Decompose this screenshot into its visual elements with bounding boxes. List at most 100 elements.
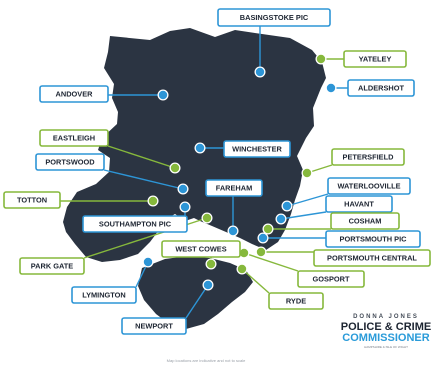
pin-gosport[interactable] [239,248,249,258]
label-portswood[interactable]: PORTSWOOD [35,153,105,171]
label-text-waterlooville: WATERLOOVILLE [337,182,400,191]
label-text-winchester: WINCHESTER [232,145,282,154]
pin-andover[interactable] [158,90,168,100]
label-box-yateley [343,50,407,68]
mainland-hampshire [63,28,326,262]
leader-line-havant [280,211,327,220]
label-text-portswood: PORTSWOOD [45,158,95,167]
label-text-totton: TOTTON [17,196,47,205]
label-box-aldershot [347,79,415,97]
label-portsmouth-central[interactable]: PORTSMOUTH CENTRAL [313,249,431,267]
label-waterlooville[interactable]: WATERLOOVILLE [327,177,411,195]
label-box-havant [325,195,393,213]
label-basingstoke-pic[interactable]: BASINGSTOKE PIC [217,8,331,27]
pin-portswood[interactable] [178,184,188,194]
label-aldershot[interactable]: ALDERSHOT [347,79,415,97]
pin-portsmouth-central[interactable] [256,247,266,257]
label-box-petersfield [331,148,405,166]
label-box-gosport [297,270,365,288]
label-box-waterlooville [327,177,411,195]
pin-west-cowes[interactable] [206,259,216,269]
label-andover[interactable]: ANDOVER [39,85,109,103]
label-cosham[interactable]: COSHAM [330,212,400,230]
label-box-southampton-pic [82,215,188,233]
label-text-lymington: LYMINGTON [82,291,126,300]
label-gosport[interactable]: GOSPORT [297,270,365,288]
label-text-yateley: YATELEY [359,55,392,64]
label-box-basingstoke-pic [217,8,331,27]
label-winchester[interactable]: WINCHESTER [223,140,291,158]
pin-petersfield[interactable] [302,168,312,178]
label-text-havant: HAVANT [344,200,374,209]
commissioner-name: DONNA JONES [353,314,419,320]
label-text-park-gate: PARK GATE [31,262,73,271]
pin-yateley[interactable] [316,54,326,64]
label-lymington[interactable]: LYMINGTON [71,286,137,304]
label-box-newport [121,317,187,335]
label-box-winchester [223,140,291,158]
map-footnote: Map locations are indicative and not to … [166,358,246,363]
label-text-eastleigh: EASTLEIGH [53,134,95,143]
commissioner-title: POLICE & CRIME [340,321,432,333]
label-box-west-cowes [161,240,241,258]
label-southampton-pic[interactable]: SOUTHAMPTON PIC [82,215,188,233]
label-newport[interactable]: NEWPORT [121,317,187,335]
label-box-portsmouth-pic [325,230,421,248]
leader-line-newport [185,284,209,319]
label-yateley[interactable]: YATELEY [343,50,407,68]
label-box-totton [3,191,61,209]
label-text-basingstoke-pic: BASINGSTOKE PIC [240,13,309,22]
location-labels: BASINGSTOKE PIC YATELEY ALDERSHOT ANDOVER EA… [3,8,431,335]
pin-totton[interactable] [148,196,158,206]
label-totton[interactable]: TOTTON [3,191,61,209]
label-text-aldershot: ALDERSHOT [358,84,404,93]
label-text-newport: NEWPORT [135,322,173,331]
label-box-ryde [268,292,324,310]
label-box-eastleigh [39,129,109,147]
label-havant[interactable]: HAVANT [325,195,393,213]
isle-of-wight [138,256,253,329]
commissioner-tagline: HAMPSHIRE & ISLE OF WIGHT [364,345,408,349]
pin-winchester[interactable] [195,143,205,153]
pin-cosham[interactable] [263,224,273,234]
label-text-fareham: FAREHAM [216,184,253,193]
label-box-cosham [330,212,400,230]
label-west-cowes[interactable]: WEST COWES [161,240,241,258]
label-box-lymington [71,286,137,304]
pin-portsmouth-pic[interactable] [258,233,268,243]
location-pins [142,53,337,291]
leader-line-eastleigh [107,145,176,169]
label-box-portswood [35,153,105,171]
label-text-ryde: RYDE [286,297,306,306]
pin-southampton-pic[interactable] [180,202,190,212]
pin-newport[interactable] [203,280,213,290]
pin-havant[interactable] [276,214,286,224]
label-text-southampton-pic: SOUTHAMPTON PIC [99,220,172,229]
label-box-portsmouth-central [313,249,431,267]
label-portsmouth-pic[interactable]: PORTSMOUTH PIC [325,230,421,248]
label-eastleigh[interactable]: EASTLEIGH [39,129,109,147]
label-text-portsmouth-pic: PORTSMOUTH PIC [340,235,408,244]
leader-line-waterlooville [286,193,329,207]
pin-lymington[interactable] [143,257,153,267]
label-box-park-gate [19,257,85,275]
label-park-gate[interactable]: PARK GATE [19,257,85,275]
label-text-petersfield: PETERSFIELD [343,153,395,162]
pin-waterlooville[interactable] [282,201,292,211]
label-fareham[interactable]: FAREHAM [205,179,263,197]
label-petersfield[interactable]: PETERSFIELD [331,148,405,166]
pin-fareham[interactable] [228,226,238,236]
pin-ryde[interactable] [237,264,247,274]
pin-aldershot[interactable] [326,83,336,93]
label-text-west-cowes: WEST COWES [175,245,226,254]
label-ryde[interactable]: RYDE [268,292,324,310]
leader-lines [60,26,348,319]
label-text-andover: ANDOVER [56,90,94,99]
pin-basingstoke-pic[interactable] [255,67,265,77]
leader-line-ryde [241,268,270,294]
pin-park-gate[interactable] [202,213,212,223]
pin-eastleigh[interactable] [170,163,180,173]
label-text-gosport: GOSPORT [313,275,350,284]
